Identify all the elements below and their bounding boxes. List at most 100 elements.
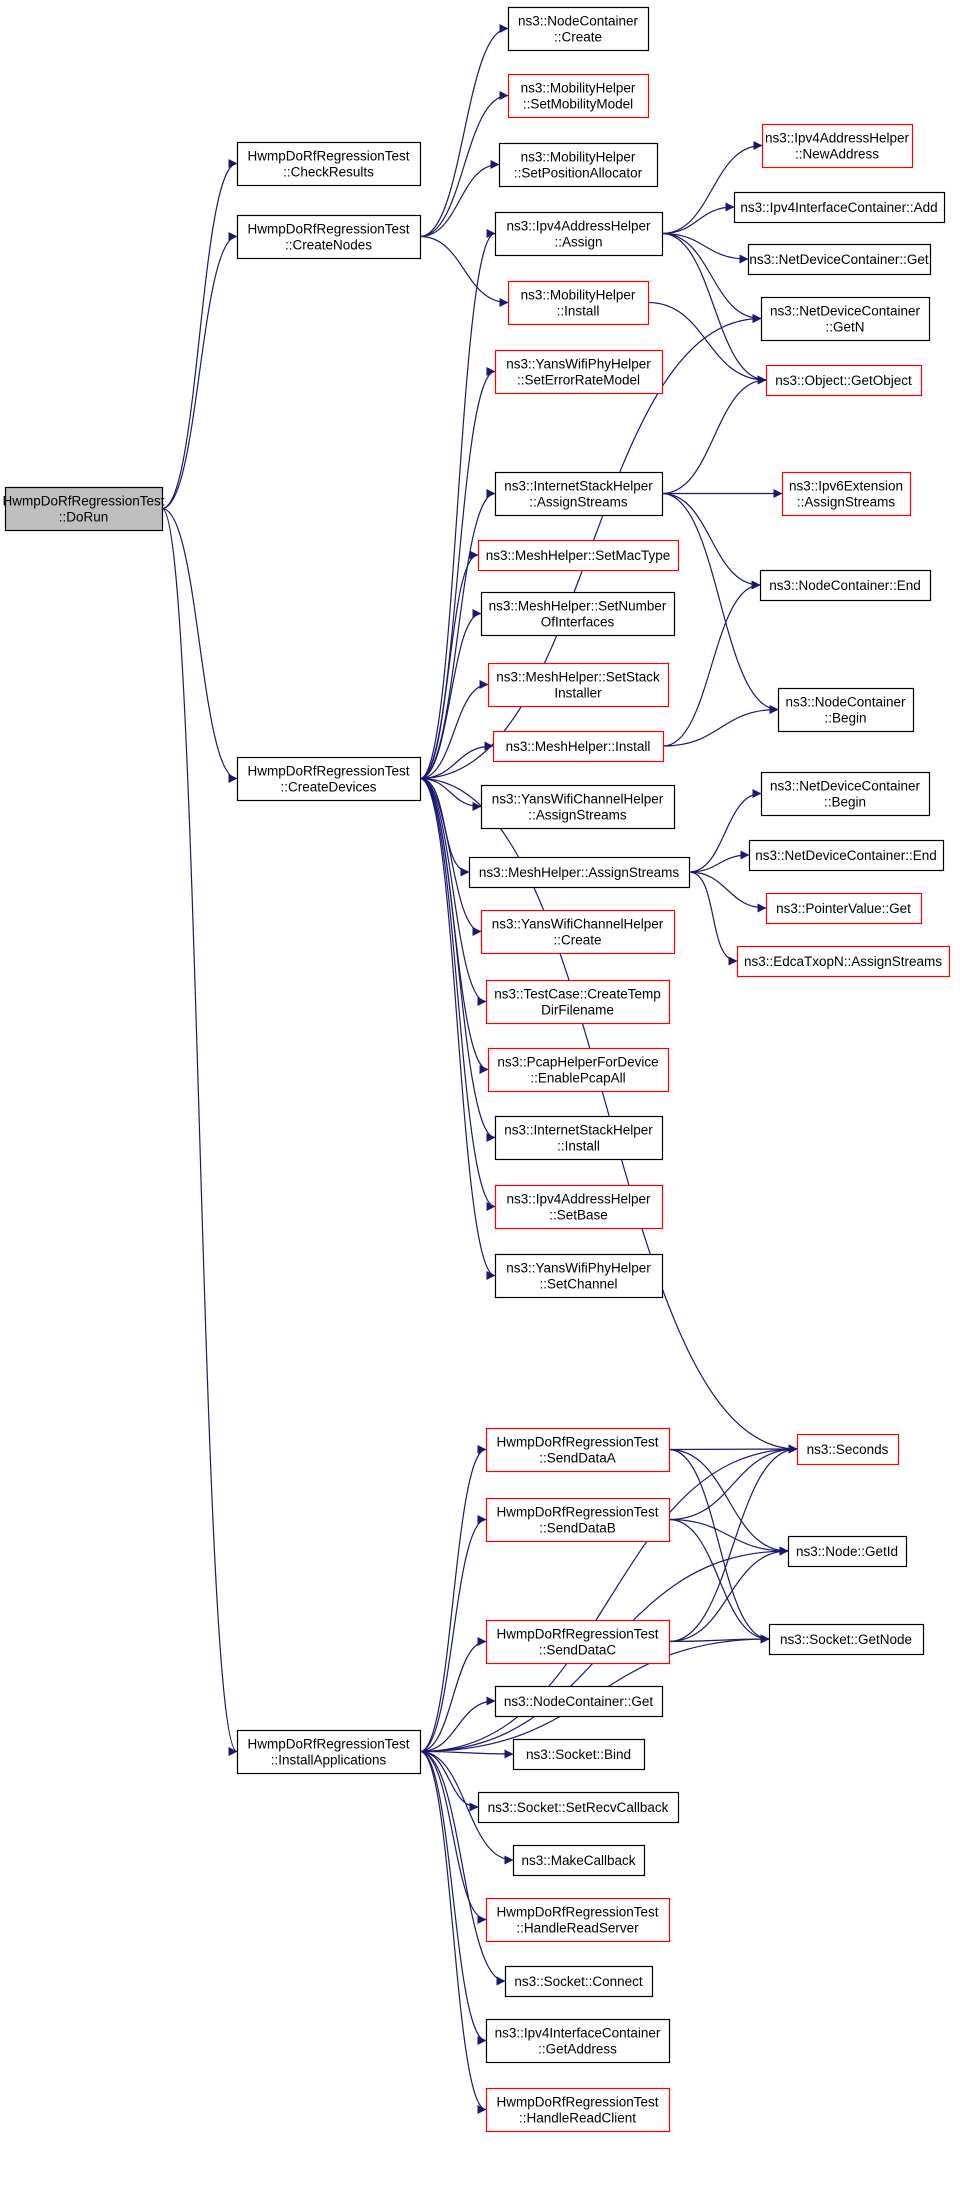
node-box xyxy=(759,569,932,602)
call-edge xyxy=(419,1445,487,1753)
node-box xyxy=(512,1844,646,1877)
node-box xyxy=(494,349,664,395)
node-label: ::InstallApplications xyxy=(271,1753,387,1768)
node-node-container-begin[interactable]: ns3::NodeContainer::Begin xyxy=(777,687,915,733)
node-box xyxy=(485,979,671,1025)
node-yans-phy-set-channel[interactable]: ns3::YansWifiPhyHelper::SetChannel xyxy=(494,1253,664,1299)
node-mesh-set-mac-type[interactable]: ns3::MeshHelper::SetMacType xyxy=(477,539,680,572)
node-pointer-value-get[interactable]: ns3::PointerValue::Get xyxy=(765,892,923,925)
node-node-container-create[interactable]: ns3::NodeContainer::Create xyxy=(507,6,650,52)
node-send-data-c[interactable]: HwmpDoRfRegressionTest::SendDataC xyxy=(485,1619,671,1665)
node-mesh-install[interactable]: ns3::MeshHelper::Install xyxy=(492,730,665,763)
node-seconds[interactable]: ns3::Seconds xyxy=(796,1433,900,1466)
node-label: ns3::MobilityHelper xyxy=(521,288,636,303)
node-label: ns3::InternetStackHelper xyxy=(504,479,653,494)
node-node-container-get[interactable]: ns3::NodeContainer::Get xyxy=(494,1685,664,1718)
node-label: ::AssignStreams xyxy=(529,495,628,510)
node-do-run[interactable]: HwmpDoRfRegressionTest::DoRun xyxy=(2,486,165,532)
node-box xyxy=(761,123,914,169)
node-handle-read-client[interactable]: HwmpDoRfRegressionTest::HandleReadClient xyxy=(485,2087,671,2133)
call-edge xyxy=(419,1444,798,1753)
node-label: ns3::NetDeviceContainer::Get xyxy=(749,252,929,267)
call-edge xyxy=(419,160,500,238)
node-box xyxy=(760,771,931,817)
node-ndc-begin[interactable]: ns3::NetDeviceContainer::Begin xyxy=(760,771,931,817)
call-edge xyxy=(161,232,238,510)
node-ipv4-addr-assign[interactable]: ns3::Ipv4AddressHelper::Assign xyxy=(494,211,664,257)
node-ipv4-set-base[interactable]: ns3::Ipv4AddressHelper::SetBase xyxy=(494,1184,664,1230)
node-socket-set-recv-cb[interactable]: ns3::Socket::SetRecvCallback xyxy=(477,1791,680,1824)
call-edge xyxy=(419,489,496,780)
node-ipv4-ifc-add[interactable]: ns3::Ipv4InterfaceContainer::Add xyxy=(733,191,946,224)
node-send-data-a[interactable]: HwmpDoRfRegressionTest::SendDataA xyxy=(485,1427,671,1473)
node-box xyxy=(777,687,915,733)
node-ndc-get[interactable]: ns3::NetDeviceContainer::Get xyxy=(747,243,932,276)
node-ipv4-ifc-get-address[interactable]: ns3::Ipv4InterfaceContainer::GetAddress xyxy=(485,2018,671,2064)
node-yans-chan-assign-streams[interactable]: ns3::YansWifiChannelHelper::AssignStream… xyxy=(480,784,676,830)
node-check-results[interactable]: HwmpDoRfRegressionTest::CheckResults xyxy=(236,141,422,187)
node-label: HwmpDoRfRegressionTest xyxy=(496,1627,658,1642)
node-yans-phy-set-error-rate[interactable]: ns3::YansWifiPhyHelper::SetErrorRateMode… xyxy=(494,349,664,395)
node-ndc-end[interactable]: ns3::NetDeviceContainer::End xyxy=(748,839,945,872)
node-label: HwmpDoRfRegressionTest xyxy=(247,1737,409,1752)
call-edge xyxy=(419,1515,487,1753)
node-node-get-id[interactable]: ns3::Node::GetId xyxy=(787,1535,908,1568)
node-create-devices[interactable]: HwmpDoRfRegressionTest::CreateDevices xyxy=(236,756,422,802)
node-box xyxy=(4,486,164,532)
node-label: ::SendDataC xyxy=(539,1643,617,1658)
node-ipv4-new-address[interactable]: ns3::Ipv4AddressHelper::NewAddress xyxy=(761,123,914,169)
node-make-callback[interactable]: ns3::MakeCallback xyxy=(512,1844,646,1877)
node-label: ::NewAddress xyxy=(795,147,879,162)
call-edge xyxy=(668,1444,798,1521)
node-socket-bind[interactable]: ns3::Socket::Bind xyxy=(512,1738,646,1771)
node-label: HwmpDoRfRegressionTest xyxy=(496,2095,658,2110)
call-edge xyxy=(419,777,496,1211)
call-edge xyxy=(668,1444,798,1643)
node-mobility-install[interactable]: ns3::MobilityHelper::Install xyxy=(507,280,650,326)
node-pcap-enable-all[interactable]: ns3::PcapHelperForDevice::EnablePcapAll xyxy=(487,1047,670,1093)
node-label: OfInterfaces xyxy=(541,615,615,630)
node-socket-connect[interactable]: ns3::Socket::Connect xyxy=(504,1965,654,1998)
node-ipv6-ext-assign-streams[interactable]: ns3::Ipv6Extension::AssignStreams xyxy=(781,471,912,517)
node-label: ns3::Object::GetObject xyxy=(775,373,912,388)
node-box xyxy=(736,945,951,978)
call-edge xyxy=(419,777,496,1280)
call-edge xyxy=(419,1637,487,1753)
node-node-container-end[interactable]: ns3::NodeContainer::End xyxy=(759,569,932,602)
node-label: ::EnablePcapAll xyxy=(530,1071,625,1086)
node-box xyxy=(494,1253,664,1299)
node-mobility-set-model[interactable]: ns3::MobilityHelper::SetMobilityModel xyxy=(507,73,650,119)
node-box xyxy=(485,1619,671,1665)
node-handle-read-server[interactable]: HwmpDoRfRegressionTest::HandleReadServer xyxy=(485,1897,671,1943)
node-label: ns3::PcapHelperForDevice xyxy=(497,1055,658,1070)
node-ndc-get-n[interactable]: ns3::NetDeviceContainer::GetN xyxy=(760,296,931,342)
node-label: ::DoRun xyxy=(59,510,109,525)
node-yans-chan-create[interactable]: ns3::YansWifiChannelHelper::Create xyxy=(480,909,676,955)
node-label: ns3::MobilityHelper xyxy=(521,81,636,96)
node-label: ns3::Ipv4AddressHelper xyxy=(765,131,910,146)
call-edge xyxy=(662,705,779,747)
node-edca-assign-streams[interactable]: ns3::EdcaTxopN::AssignStreams xyxy=(736,945,951,978)
node-label: ns3::YansWifiChannelHelper xyxy=(492,792,664,807)
node-label: ::SendDataB xyxy=(539,1521,616,1536)
node-mobility-set-pos-alloc[interactable]: ns3::MobilityHelper::SetPositionAllocato… xyxy=(498,142,659,188)
call-edge xyxy=(419,1750,487,2045)
call-edge xyxy=(419,777,496,1142)
node-inet-stack-install[interactable]: ns3::InternetStackHelper::Install xyxy=(494,1115,664,1161)
node-create-nodes[interactable]: HwmpDoRfRegressionTest::CreateNodes xyxy=(236,214,422,260)
node-socket-get-node[interactable]: ns3::Socket::GetNode xyxy=(768,1623,925,1656)
node-box xyxy=(494,471,664,517)
node-inet-stack-assign-streams[interactable]: ns3::InternetStackHelper::AssignStreams xyxy=(494,471,664,517)
node-object-get-object[interactable]: ns3::Object::GetObject xyxy=(765,364,923,397)
node-label: ::GetN xyxy=(825,320,864,335)
node-send-data-b[interactable]: HwmpDoRfRegressionTest::SendDataB xyxy=(485,1497,671,1543)
node-mesh-assign-streams[interactable]: ns3::MeshHelper::AssignStreams xyxy=(468,856,691,889)
node-label: ns3::EdcaTxopN::AssignStreams xyxy=(744,954,942,969)
node-install-applications[interactable]: HwmpDoRfRegressionTest::InstallApplicati… xyxy=(236,1729,422,1775)
node-box xyxy=(485,2087,671,2133)
node-label: ::Create xyxy=(553,933,601,948)
